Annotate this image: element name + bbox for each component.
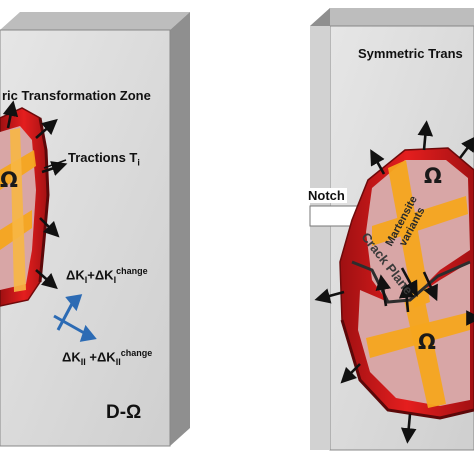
traction-arrow: [314, 288, 345, 304]
martensite-band-1: [388, 160, 430, 308]
traction-arrow: [400, 413, 417, 444]
traction-arrow: [398, 282, 415, 313]
delta-k2-label: ΔKII +ΔKIIchange: [62, 348, 153, 367]
right-panel-top-face: [310, 8, 474, 26]
traction-arrow: [458, 135, 474, 159]
tractions-label: Tractions Ti: [68, 150, 140, 168]
left-panel-side-face: [170, 12, 190, 446]
crack-plane-line: [351, 260, 471, 304]
traction-arrow: [375, 274, 391, 307]
traction-arrow: [370, 149, 386, 175]
traction-arrow: [39, 217, 60, 238]
right-omega-bottom: Ω: [418, 330, 436, 354]
left-martensite-band-3: [10, 128, 26, 292]
traction-arrow: [2, 100, 19, 129]
blue-direction-arrows: [53, 294, 97, 342]
traction-arrow: [35, 269, 58, 290]
left-panel: [0, 12, 190, 447]
right-omega-top: Ω: [424, 164, 442, 188]
panel-label-d-omega: D-Ω: [106, 402, 142, 423]
right-zone-rim: [340, 319, 474, 420]
martensite-band-4: [366, 312, 470, 358]
left-traction-arrows: [2, 100, 68, 290]
left-omega-label: Ω: [0, 168, 18, 192]
left-zone-rim: [38, 117, 50, 283]
martensite-band-2: [372, 196, 468, 246]
right-panel-front-left-strip: [310, 26, 330, 450]
left-panel-top-face: [0, 12, 190, 30]
traction-pointer-line: [43, 159, 67, 169]
delta-k1-label: ΔKI+ΔKIchange: [66, 266, 148, 285]
traction-arrow: [422, 271, 438, 302]
left-transformation-zone: [0, 107, 50, 307]
right-zone-title: Symmetric Trans: [358, 46, 463, 61]
traction-arrow: [35, 118, 58, 139]
left-zone-title: ric Transformation Zone: [2, 88, 151, 103]
traction-arrow: [41, 161, 68, 176]
notch-label: Notch: [306, 188, 347, 203]
right-traction-arrows: [314, 120, 474, 444]
traction-arrow: [417, 120, 434, 151]
martensite-band-3: [404, 296, 446, 408]
traction-arrow: [340, 363, 361, 384]
right-panel: [309, 8, 474, 451]
